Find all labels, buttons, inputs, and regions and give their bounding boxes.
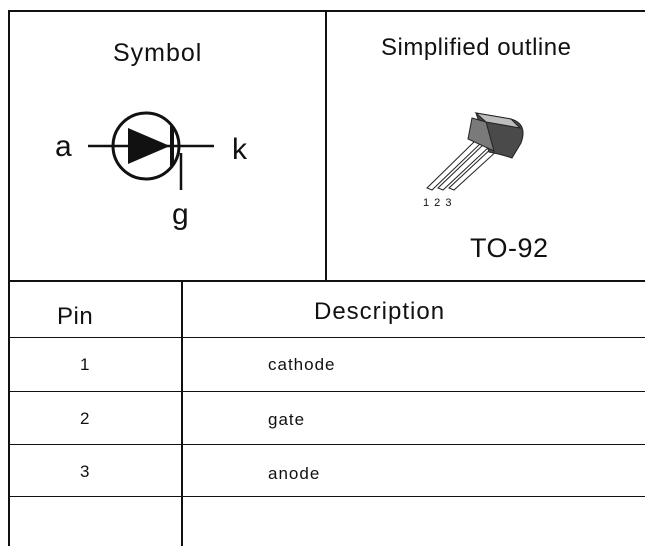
package-pin-numbers: 1 2 3 bbox=[423, 197, 453, 209]
pin-number: 1 bbox=[80, 355, 90, 374]
row-separator-4 bbox=[8, 496, 645, 497]
pin-description: gate bbox=[268, 410, 306, 429]
symbol-title: Symbol bbox=[113, 39, 203, 67]
pin-number: 2 bbox=[80, 409, 90, 428]
anode-label: a bbox=[55, 130, 72, 163]
pin-number: 3 bbox=[80, 462, 90, 481]
description-column-header: Description bbox=[314, 298, 446, 325]
package-name: TO-92 bbox=[470, 233, 549, 263]
column-divider bbox=[181, 281, 183, 546]
section-divider bbox=[325, 10, 327, 281]
row-separator-2 bbox=[8, 391, 645, 392]
row-separator-3 bbox=[8, 444, 645, 445]
header-separator bbox=[8, 280, 645, 282]
pin-description: anode bbox=[268, 464, 321, 483]
table-left-border bbox=[8, 10, 10, 546]
pin-column-header: Pin bbox=[57, 303, 94, 330]
gate-label: g bbox=[172, 198, 189, 231]
row-separator-1 bbox=[8, 337, 645, 338]
outline-title: Simplified outline bbox=[381, 34, 572, 61]
cathode-label: k bbox=[232, 133, 247, 166]
pin-description: cathode bbox=[268, 355, 336, 374]
